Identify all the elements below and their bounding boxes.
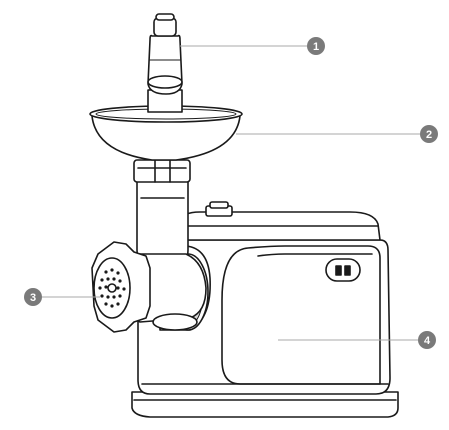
- switch-slot-2: [344, 265, 351, 276]
- meat-grinder-illustration: [89, 13, 399, 418]
- callout-3: 3: [24, 288, 42, 306]
- plate-holes: [98, 268, 126, 308]
- callout-4-label: 4: [424, 335, 431, 347]
- switch-slot-1: [335, 265, 342, 276]
- callout-4-badge: [418, 331, 436, 349]
- hopper-tray: [91, 115, 241, 161]
- callout-3-badge: [24, 288, 42, 306]
- callout-1-label: 1: [313, 41, 319, 53]
- callout-4: 4: [418, 331, 436, 349]
- callout-2: 2: [420, 125, 438, 143]
- top-knob-cap: [209, 201, 229, 209]
- callout-2-badge: [420, 125, 438, 143]
- callout-1-badge: [307, 37, 325, 55]
- side-panel-inner: [257, 253, 373, 257]
- plate-center: [107, 283, 117, 293]
- callout-3-label: 3: [30, 292, 36, 304]
- callout-2-label: 2: [426, 129, 432, 141]
- leader-lines: [42, 45, 420, 341]
- tray-collar: [133, 159, 191, 183]
- pusher-bulge: [147, 75, 183, 89]
- pusher-cap-top: [155, 13, 175, 21]
- base: [131, 391, 399, 418]
- lower-ring: [152, 313, 198, 331]
- callout-1: 1: [307, 37, 325, 55]
- switch: [325, 258, 361, 282]
